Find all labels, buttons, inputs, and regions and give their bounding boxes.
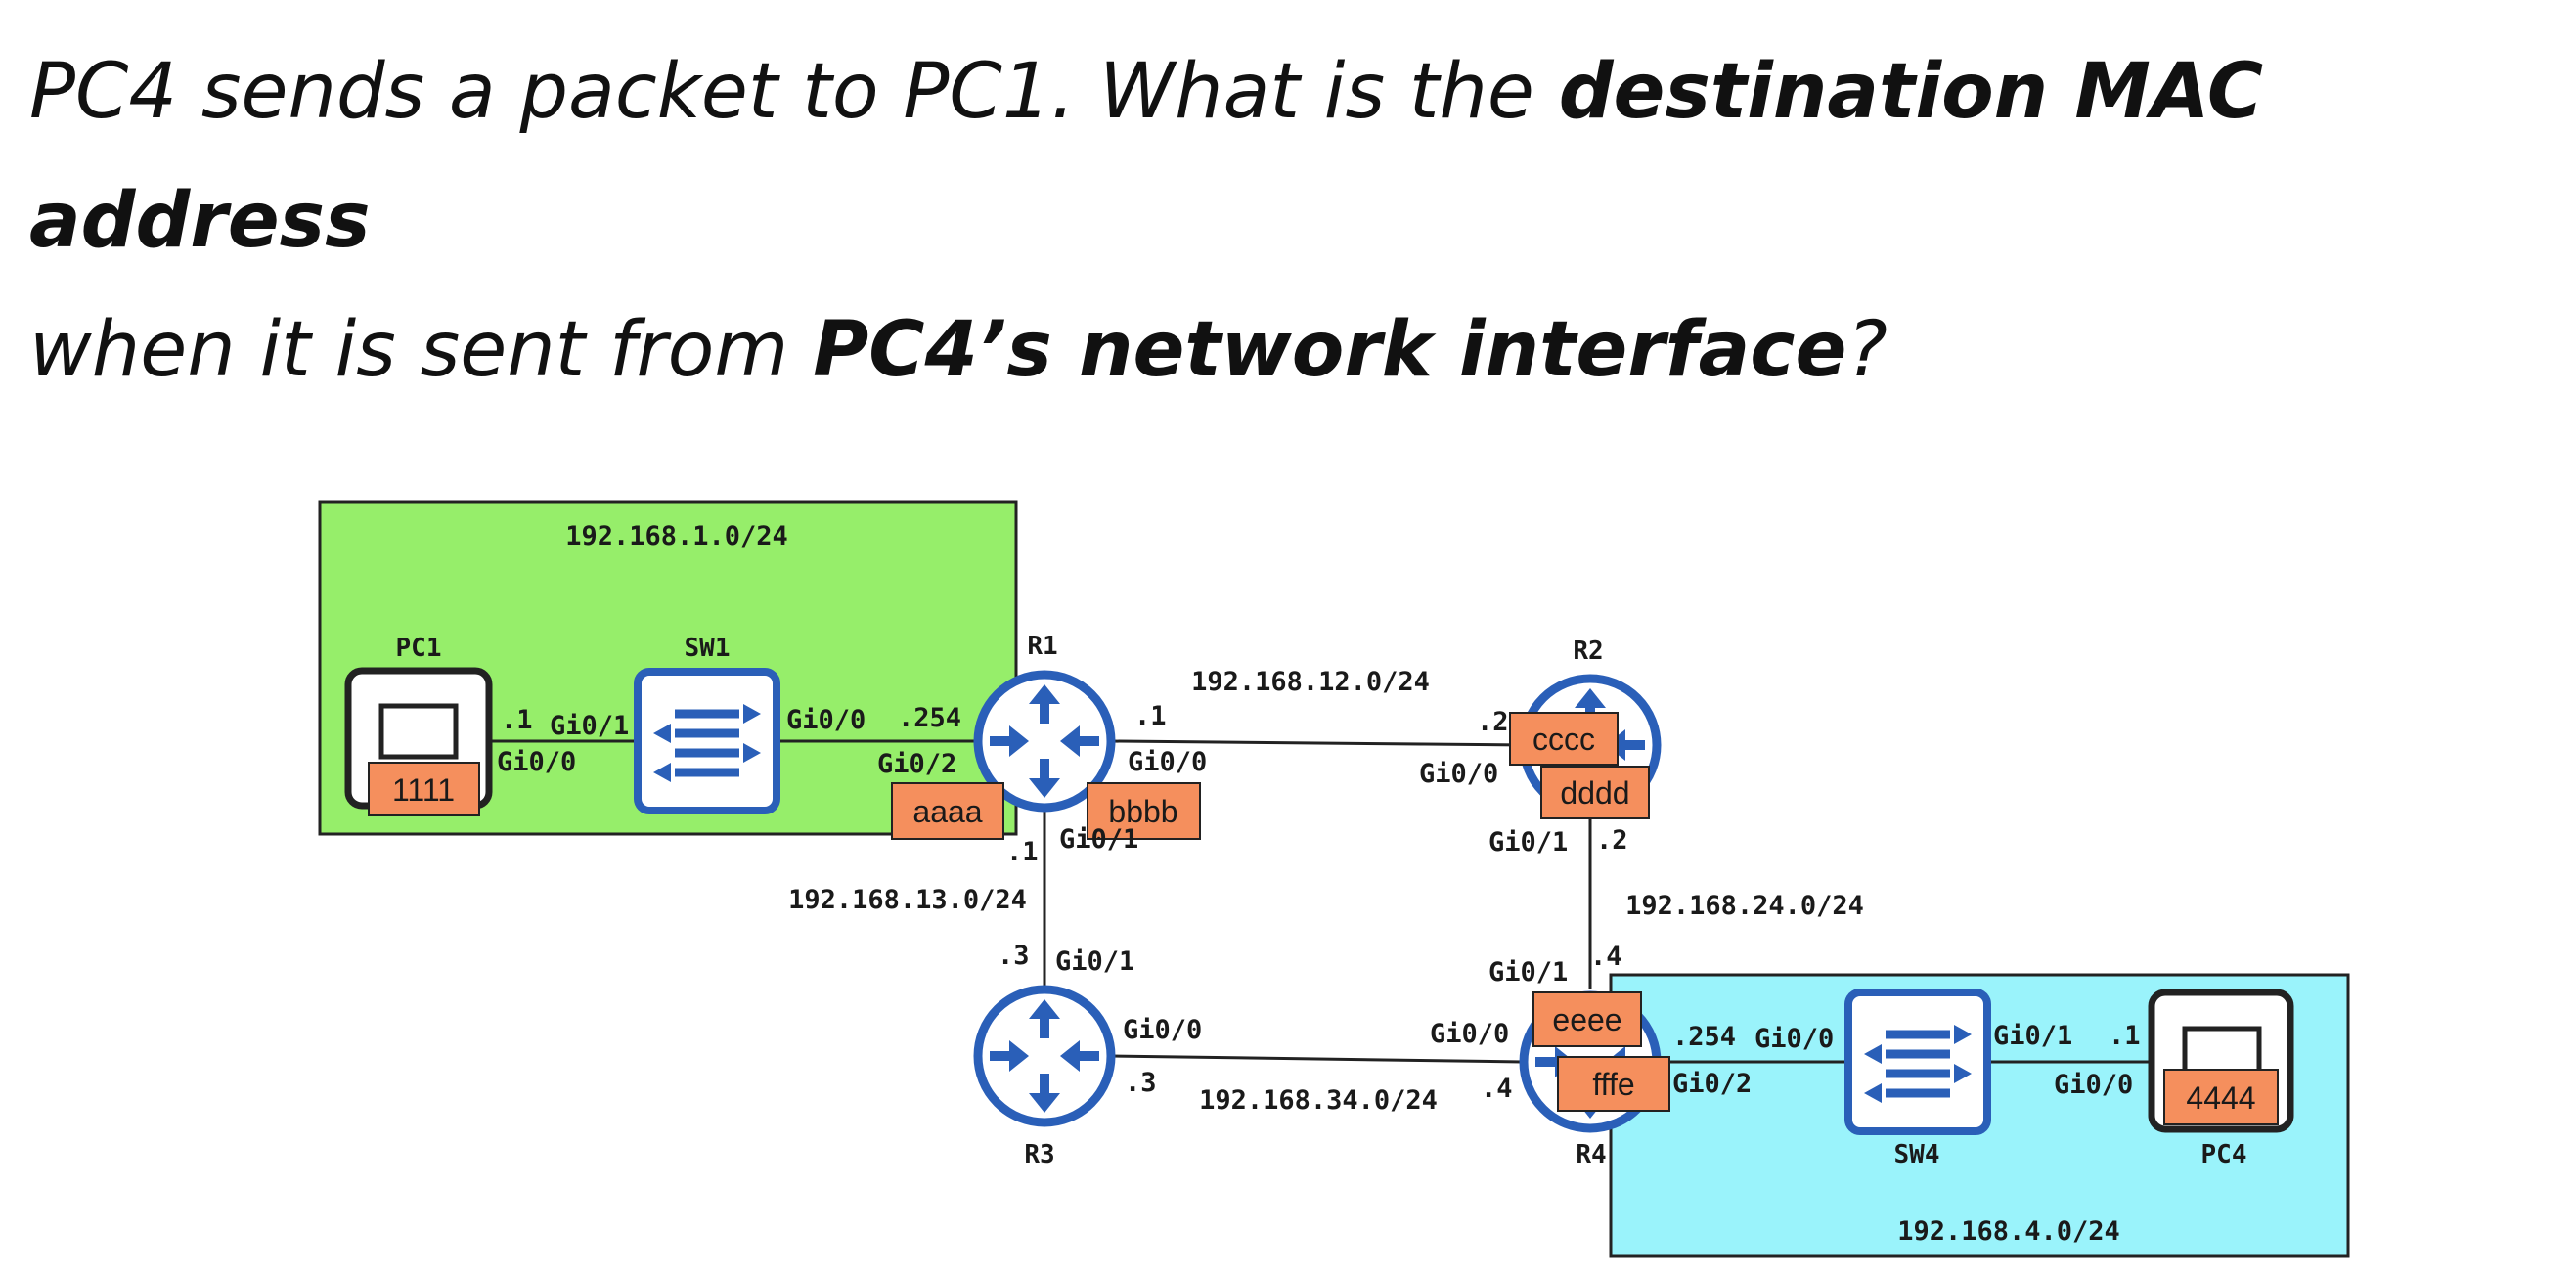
mac-box-r4-g02: fffe [1557, 1056, 1670, 1112]
label-r2-r1-ip: .2 [1477, 707, 1509, 737]
mac-r2-g00: cccc [1532, 722, 1595, 757]
network-label-r1r2: 192.168.12.0/24 [1191, 667, 1430, 697]
mac-r4-g02: fffe [1592, 1067, 1634, 1102]
device-name-r3: R3 [1024, 1140, 1054, 1169]
question-line2-end: ? [1846, 306, 1888, 394]
link-r1-r2 [1111, 739, 1527, 747]
mac-r1-g00: bbbb [1108, 794, 1177, 829]
question-line2-bold: PC4’s network interface [813, 306, 1847, 394]
mac-r2-g01: dddd [1560, 775, 1629, 811]
mac-r1-g02: aaaa [912, 794, 982, 829]
label-pc4-int: Gi0/0 [2054, 1070, 2133, 1100]
device-name-sw1: SW1 [685, 634, 731, 663]
question-text: PC4 sends a packet to PC1. What is the d… [29, 27, 2562, 415]
label-sw1-g01: Gi0/1 [550, 711, 629, 741]
r1-router-icon[interactable] [973, 670, 1116, 813]
label-r1-r2-ip: .1 [1134, 701, 1167, 731]
device-name-pc4: PC4 [2201, 1140, 2247, 1169]
sw1-switch-icon[interactable] [634, 668, 780, 814]
label-r3-g01: Gi0/1 [1055, 946, 1134, 977]
label-r4-g02: Gi0/2 [1672, 1069, 1752, 1099]
mac-pc1: 1111 [392, 772, 455, 808]
device-name-sw4: SW4 [1894, 1140, 1940, 1169]
label-r4-g00: Gi0/0 [1430, 1019, 1509, 1049]
label-pc4-host: .1 [2109, 1021, 2141, 1051]
mac-pc4: 4444 [2186, 1080, 2255, 1116]
label-r2-g00: Gi0/0 [1419, 759, 1498, 789]
label-sw4-g01: Gi0/1 [1993, 1021, 2072, 1051]
mac-r4-g01: eeee [1552, 1002, 1621, 1037]
question-line1-bold: destination MAC address [29, 48, 2264, 265]
mac-box-pc4: 4444 [2163, 1069, 2279, 1125]
label-r2-g01: Gi0/1 [1488, 827, 1568, 857]
links [489, 739, 2152, 1064]
label-r4-r3-ip: .4 [1481, 1074, 1513, 1104]
label-sw1-g00: Gi0/0 [786, 705, 866, 735]
question-line1-text: PC4 sends a packet to PC1. What is the [29, 48, 1559, 136]
label-r1-g02: Gi0/2 [877, 749, 956, 779]
network-label-lan4: 192.168.4.0/24 [1897, 1216, 2120, 1247]
label-r3-r4-ip: .3 [1125, 1068, 1157, 1098]
label-r2-r4-ip: .2 [1596, 825, 1628, 856]
mac-box-r4-g01: eeee [1532, 991, 1642, 1047]
label-r3-r1-ip: .3 [998, 941, 1030, 971]
label-r1-g00: Gi0/0 [1128, 747, 1207, 777]
label-r4-g01: Gi0/1 [1488, 957, 1568, 988]
label-r1-lan-ip: .254 [898, 703, 961, 733]
network-label-r1r3: 192.168.13.0/24 [788, 885, 1027, 915]
mac-box-r1-g02: aaaa [891, 782, 1004, 840]
mac-box-r2-g00: cccc [1509, 712, 1619, 766]
label-r3-g00: Gi0/0 [1123, 1015, 1202, 1045]
mac-box-r2-g01: dddd [1540, 766, 1650, 819]
device-name-r4: R4 [1576, 1140, 1606, 1169]
device-name-r2: R2 [1573, 637, 1603, 666]
mac-box-pc1: 1111 [368, 762, 480, 816]
label-sw4-g00: Gi0/0 [1754, 1024, 1834, 1054]
device-name-r1: R1 [1027, 632, 1057, 661]
link-r3-r4 [1111, 1054, 1524, 1064]
r3-router-icon[interactable] [973, 985, 1116, 1127]
device-name-pc1: PC1 [396, 634, 442, 663]
label-r1-g01: Gi0/1 [1059, 824, 1138, 855]
label-r1-r3-ip: .1 [1006, 837, 1039, 867]
sw4-switch-icon[interactable] [1844, 989, 1991, 1135]
question-line2-text: when it is sent from [29, 306, 814, 394]
label-r4-lan-ip: .254 [1672, 1022, 1736, 1052]
label-pc1-int: Gi0/0 [497, 747, 576, 777]
label-pc1-host: .1 [501, 705, 533, 735]
network-label-lan1: 192.168.1.0/24 [565, 521, 788, 551]
network-label-r2r4: 192.168.24.0/24 [1625, 891, 1864, 921]
label-r4-r2-ip: .4 [1590, 942, 1622, 972]
mac-box-r1-g00: bbbb [1087, 782, 1201, 840]
network-label-r3r4: 192.168.34.0/24 [1199, 1085, 1438, 1116]
